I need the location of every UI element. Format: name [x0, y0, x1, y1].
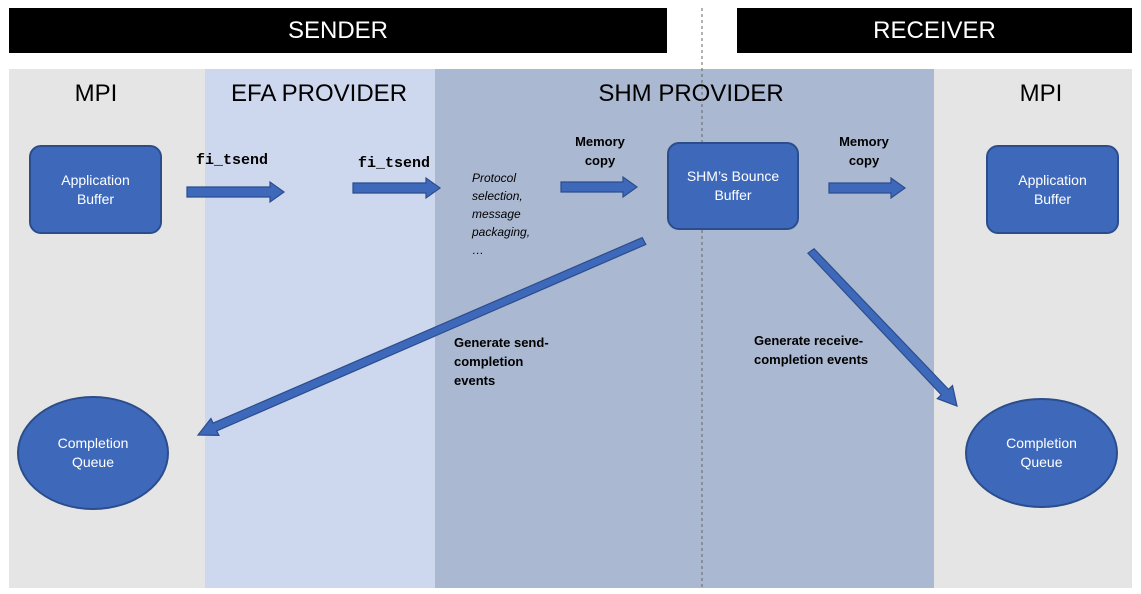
- memory-copy-label-1: Memory copy: [560, 132, 640, 170]
- arrow-shm-to-bounce: [560, 175, 639, 199]
- app-buffer-left: Application Buffer: [29, 145, 162, 234]
- receive-completion-label: Generate receive- completion events: [754, 331, 868, 369]
- completion-queue-left-label: Completion Queue: [57, 435, 129, 470]
- completion-queue-right: Completion Queue: [965, 398, 1118, 508]
- arrow-send-completion: [196, 236, 647, 437]
- shm-bounce-buffer: SHM’s Bounce Buffer: [667, 142, 799, 230]
- memory-copy-line: copy: [584, 153, 616, 168]
- shm-bounce-buffer-label: SHM’s Bounce Buffer: [686, 168, 780, 203]
- memory-copy-line: Memory: [839, 134, 889, 149]
- receiver-header-label: RECEIVER: [873, 16, 996, 44]
- receive-completion-line: Generate receive-: [754, 333, 864, 348]
- shm-title: SHM PROVIDER: [598, 80, 784, 107]
- send-completion-label: Generate send- completion events: [454, 333, 549, 390]
- app-buffer-right: Application Buffer: [986, 145, 1119, 234]
- protocol-note-line: message: [472, 207, 521, 221]
- protocol-note-line: …: [472, 243, 484, 257]
- arrow-app-to-efa: [186, 180, 286, 204]
- arrow-bounce-to-app: [828, 176, 907, 200]
- efa-lane: [205, 69, 435, 588]
- send-completion-line: events: [454, 373, 496, 388]
- protocol-note: Protocol selection, message packaging, …: [472, 169, 530, 259]
- protocol-note-line: selection,: [472, 189, 523, 203]
- fi-tsend-label-2: fi_tsend: [358, 155, 431, 172]
- completion-queue-right-label: Completion Queue: [1006, 435, 1077, 470]
- app-buffer-right-label: Application Buffer: [1018, 171, 1087, 207]
- receiver-header: RECEIVER: [737, 8, 1132, 53]
- receive-completion-line: completion events: [754, 352, 869, 367]
- efa-title: EFA PROVIDER: [230, 80, 408, 107]
- memory-copy-line: copy: [848, 153, 880, 168]
- sender-header: SENDER: [9, 8, 667, 53]
- send-completion-line: completion: [454, 354, 524, 369]
- memory-copy-label-2: Memory copy: [824, 132, 904, 170]
- arrow-efa-to-shm: [352, 176, 442, 200]
- mpi-left-title: MPI: [74, 80, 118, 107]
- protocol-note-line: Protocol: [472, 171, 517, 185]
- sender-header-label: SENDER: [287, 16, 389, 44]
- completion-queue-left: Completion Queue: [17, 396, 169, 510]
- app-buffer-left-label: Application Buffer: [61, 171, 130, 207]
- protocol-note-line: packaging,: [472, 225, 531, 239]
- arrow-receive-completion: [806, 248, 958, 407]
- fi-tsend-label-1: fi_tsend: [196, 152, 269, 169]
- memory-copy-line: Memory: [575, 134, 625, 149]
- mpi-right-title: MPI: [1019, 80, 1063, 107]
- send-completion-line: Generate send-: [454, 335, 549, 350]
